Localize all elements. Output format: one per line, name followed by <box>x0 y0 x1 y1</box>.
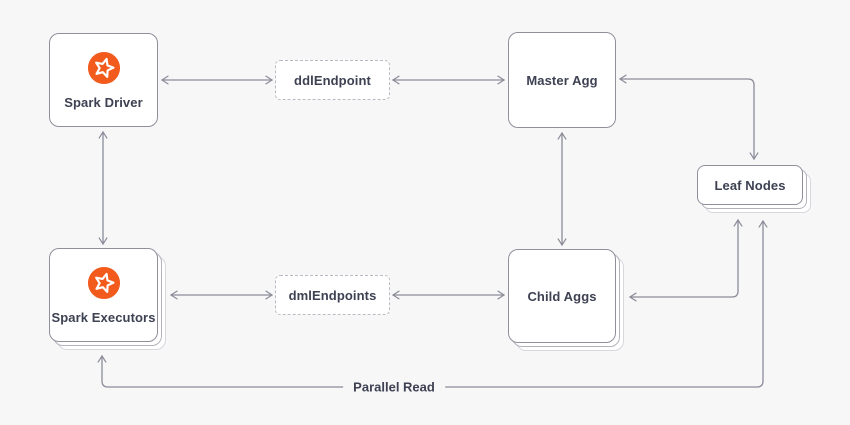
node-child-aggs: Child Aggs <box>508 249 616 343</box>
node-label: Spark Driver <box>64 94 143 110</box>
edge-label-parallel-read: Parallel Read <box>343 379 445 395</box>
node-label: dmlEndpoints <box>288 287 377 303</box>
node-master-agg: Master Agg <box>508 32 616 128</box>
node-spark-executors: Spark Executors <box>49 248 158 342</box>
node-label: Child Aggs <box>527 288 597 304</box>
star-icon <box>87 51 120 84</box>
edge-child-aggs-leaf-nodes <box>628 218 743 302</box>
node-dml-endpoints: dmlEndpoints <box>275 275 390 315</box>
node-ddl-endpoint: ddlEndpoint <box>275 60 390 100</box>
node-label: ddlEndpoint <box>294 72 371 88</box>
node-label: Master Agg <box>526 72 598 88</box>
node-label: Leaf Nodes <box>714 177 786 193</box>
node-leaf-nodes: Leaf Nodes <box>697 165 803 205</box>
node-label: Spark Executors <box>51 309 156 325</box>
star-icon <box>87 266 120 299</box>
node-spark-driver: Spark Driver <box>49 33 158 127</box>
edge-master-agg-leaf-nodes <box>618 74 759 161</box>
edge-parallel-read <box>97 219 768 388</box>
